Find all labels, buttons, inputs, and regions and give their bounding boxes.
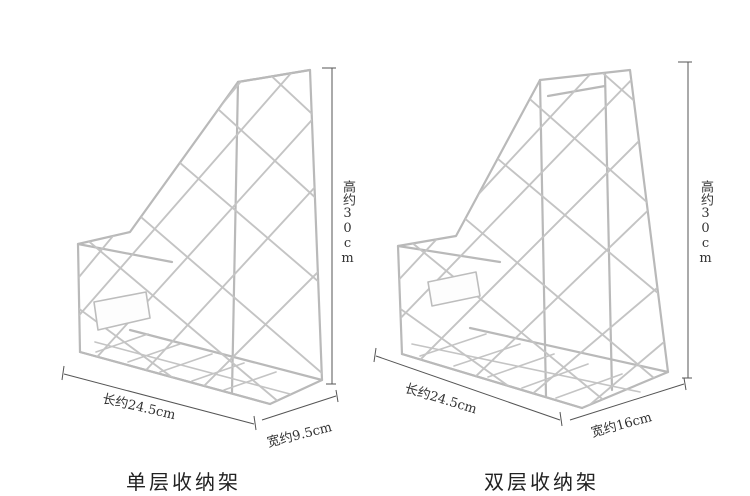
single-layer-rack xyxy=(76,68,324,406)
rack-frame-left xyxy=(76,68,324,406)
rack2-frame xyxy=(396,68,670,410)
double-height-label: 高约30cm xyxy=(698,180,713,266)
rack-lattice xyxy=(78,70,322,404)
rack-side-top xyxy=(236,68,312,84)
rack2-lattice xyxy=(398,70,668,408)
width-dim-1 xyxy=(261,395,337,421)
rack2-base-back xyxy=(468,326,670,374)
rack-front-top xyxy=(76,242,174,264)
rack2-inner-top xyxy=(546,84,607,98)
rack2-front-top xyxy=(396,244,502,264)
rack2-base-front xyxy=(400,352,584,410)
rack-base-front xyxy=(78,350,272,406)
label-holder-2 xyxy=(427,271,481,307)
double-caption: 双层收纳架 xyxy=(484,470,599,494)
rack2-divider xyxy=(603,72,614,392)
rack2-base-grid xyxy=(411,333,641,399)
rack-back-edge xyxy=(230,80,240,394)
length-dim-2 xyxy=(375,355,561,421)
label-holder xyxy=(93,291,151,331)
rack-base-back xyxy=(128,328,324,382)
length-dim-1 xyxy=(63,373,255,425)
width-dim-2 xyxy=(569,383,685,421)
rack-base-grid xyxy=(94,333,291,395)
single-height-label: 高约30cm xyxy=(340,180,355,266)
single-caption: 单层收纳架 xyxy=(126,470,241,494)
double-layer-rack xyxy=(396,68,670,410)
dimension-lines xyxy=(61,61,692,431)
